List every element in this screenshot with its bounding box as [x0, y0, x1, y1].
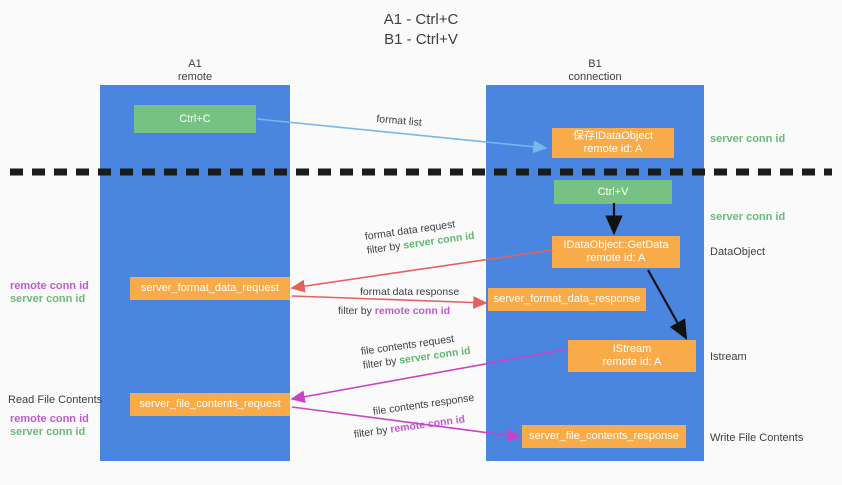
node-istream-line1: IStream — [612, 343, 652, 355]
edge-label-format-data-response: format data response filter by remote co… — [338, 285, 460, 318]
column-header-a1-name: A1 — [188, 58, 202, 70]
node-server-file-contents-response-label: server_file_contents_response — [529, 430, 679, 442]
node-ctrl-c-label: Ctrl+C — [179, 112, 211, 125]
title-line-2: B1 - Ctrl+V — [384, 31, 458, 48]
node-server-format-data-request-label: server_format_data_request — [140, 282, 280, 294]
node-ctrl-c[interactable]: Ctrl+C — [134, 105, 256, 133]
node-server-file-contents-response[interactable]: server_file_contents_response — [522, 425, 686, 448]
column-header-b1: B1 connection — [545, 58, 645, 84]
column-header-b1-sub: connection — [568, 71, 622, 83]
node-server-format-data-response[interactable]: server_format_data_response — [488, 288, 646, 311]
note-dataobject: DataObject — [710, 246, 766, 258]
arrow-getdata-to-istream — [647, 269, 688, 340]
node-server-file-contents-request-label: server_file_contents_request — [139, 398, 281, 410]
node-istream[interactable]: IStream remote id: A — [568, 340, 696, 372]
arrow-format-data-response — [291, 295, 488, 309]
filter-key-remote-conn-id: remote conn id — [374, 305, 451, 317]
edge-label-format-data-response-filter: filter by remote conn id — [338, 304, 459, 318]
node-getdata-line2: remote id: A — [586, 252, 646, 264]
node-server-file-contents-request[interactable]: server_file_contents_request — [130, 393, 290, 416]
node-ctrl-v-label: Ctrl+V — [597, 185, 629, 198]
arrow-file-contents-response — [291, 406, 522, 442]
note-remote-conn-id-1: remote conn id — [10, 280, 89, 292]
note-istream: Istream — [710, 351, 747, 363]
note-server-conn-id-top: server conn id — [710, 133, 786, 145]
node-save-idataobject-line1: 保存IDataObject — [572, 130, 654, 142]
title-line-1: A1 - Ctrl+C — [383, 11, 459, 28]
note-server-conn-id-1: server conn id — [10, 293, 86, 305]
column-header-a1: A1 remote — [145, 58, 245, 84]
node-save-idataobject[interactable]: 保存IDataObject remote id: A — [552, 128, 674, 158]
filter-prefix: filter by — [338, 305, 375, 317]
node-server-format-data-request[interactable]: server_format_data_request — [130, 277, 290, 300]
note-read-file-contents: Read File Contents — [8, 394, 103, 406]
arrow-format-list — [256, 118, 548, 154]
column-header-a1-sub: remote — [177, 71, 213, 83]
arrow-format-data-request — [290, 249, 553, 293]
note-remote-conn-id-2: remote conn id — [10, 413, 89, 425]
note-server-conn-id-2: server conn id — [10, 426, 86, 438]
node-server-format-data-response-label: server_format_data_response — [493, 293, 641, 305]
arrow-file-contents-request — [290, 348, 569, 404]
page-title: A1 - Ctrl+C B1 - Ctrl+V — [0, 10, 842, 50]
node-save-idataobject-line2: remote id: A — [583, 143, 643, 155]
node-ctrl-v[interactable]: Ctrl+V — [554, 180, 672, 204]
node-istream-line2: remote id: A — [602, 356, 662, 368]
note-write-file-contents: Write File Contents — [710, 432, 804, 444]
note-server-conn-id-mid: server conn id — [710, 211, 786, 223]
column-header-b1-name: B1 — [588, 58, 602, 70]
node-getdata-line1: IDataObject::GetData — [563, 239, 669, 251]
node-idataobject-getdata[interactable]: IDataObject::GetData remote id: A — [552, 236, 680, 268]
edge-label-format-data-response-text: format data response — [360, 286, 460, 298]
